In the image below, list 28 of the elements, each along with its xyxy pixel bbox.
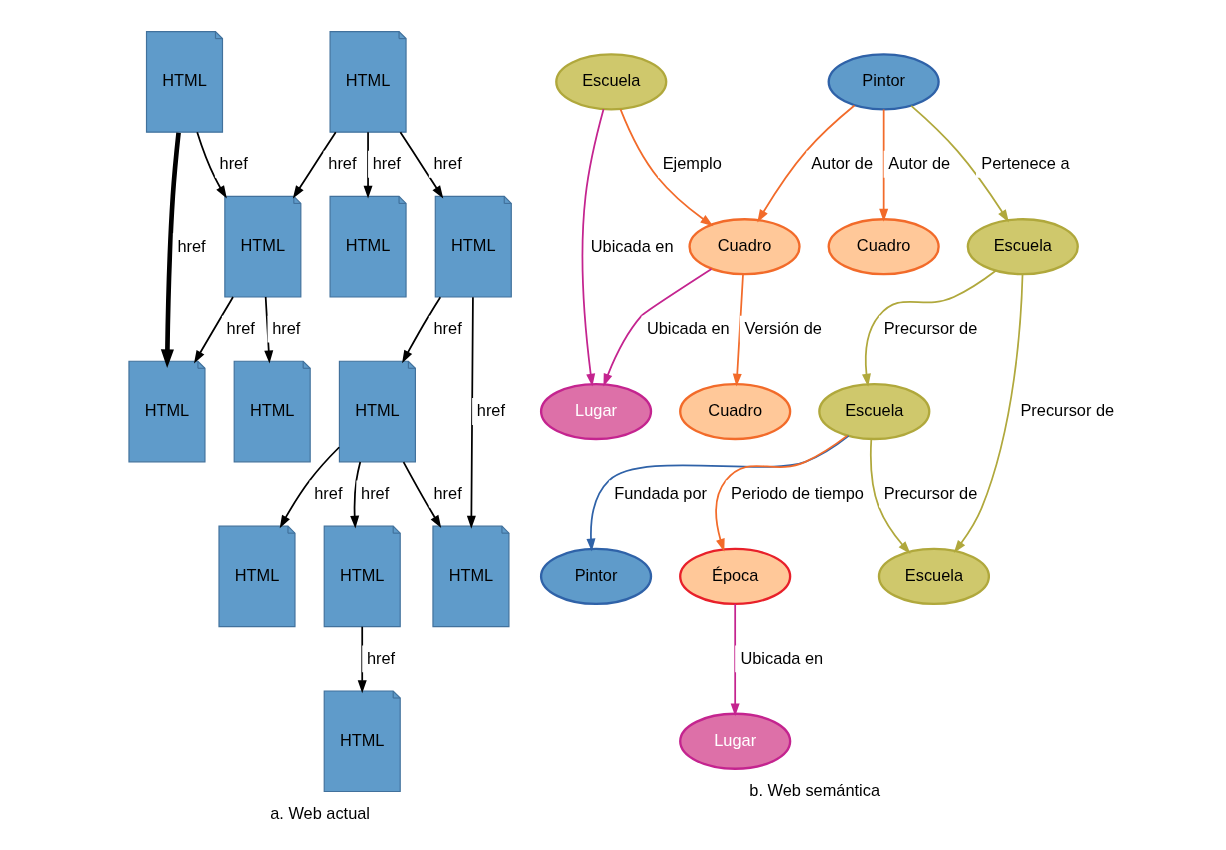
edge-label: Ubicada en: [740, 648, 824, 667]
edge-label: href: [314, 483, 343, 502]
edge-label: href: [372, 154, 401, 173]
edge-label: Ejemplo: [662, 154, 722, 173]
edge-label: Pertenece a: [981, 154, 1070, 173]
edge-label: href: [433, 154, 462, 173]
edge-label: href: [328, 154, 357, 173]
edge-label: href: [433, 483, 462, 502]
edge-label: Periodo de tiempo: [731, 483, 864, 502]
label: b. Web semántica: [749, 780, 880, 799]
edge-label: Versión de: [744, 319, 822, 338]
edge-label: Precursor de: [883, 319, 978, 338]
edge-label: href: [219, 154, 248, 173]
edge-label: href: [366, 648, 396, 667]
edge-label: href: [177, 236, 206, 255]
edge-label: href: [361, 483, 390, 502]
edge-label: Precursor de: [1020, 401, 1115, 420]
edge-label: Ubicada en: [590, 236, 674, 255]
edge-label: href: [272, 319, 301, 338]
edge-label: Fundada por: [614, 483, 707, 502]
edge-label: href: [476, 401, 505, 420]
edge-label: Autor de: [888, 154, 951, 173]
label: a. Web actual: [270, 803, 370, 822]
edge-label: Precursor de: [883, 483, 978, 502]
edge-label: href: [226, 319, 255, 338]
edge-label: href: [433, 319, 462, 338]
edge-label: Ubicada en: [646, 319, 730, 338]
edge-label: Autor de: [811, 154, 874, 173]
